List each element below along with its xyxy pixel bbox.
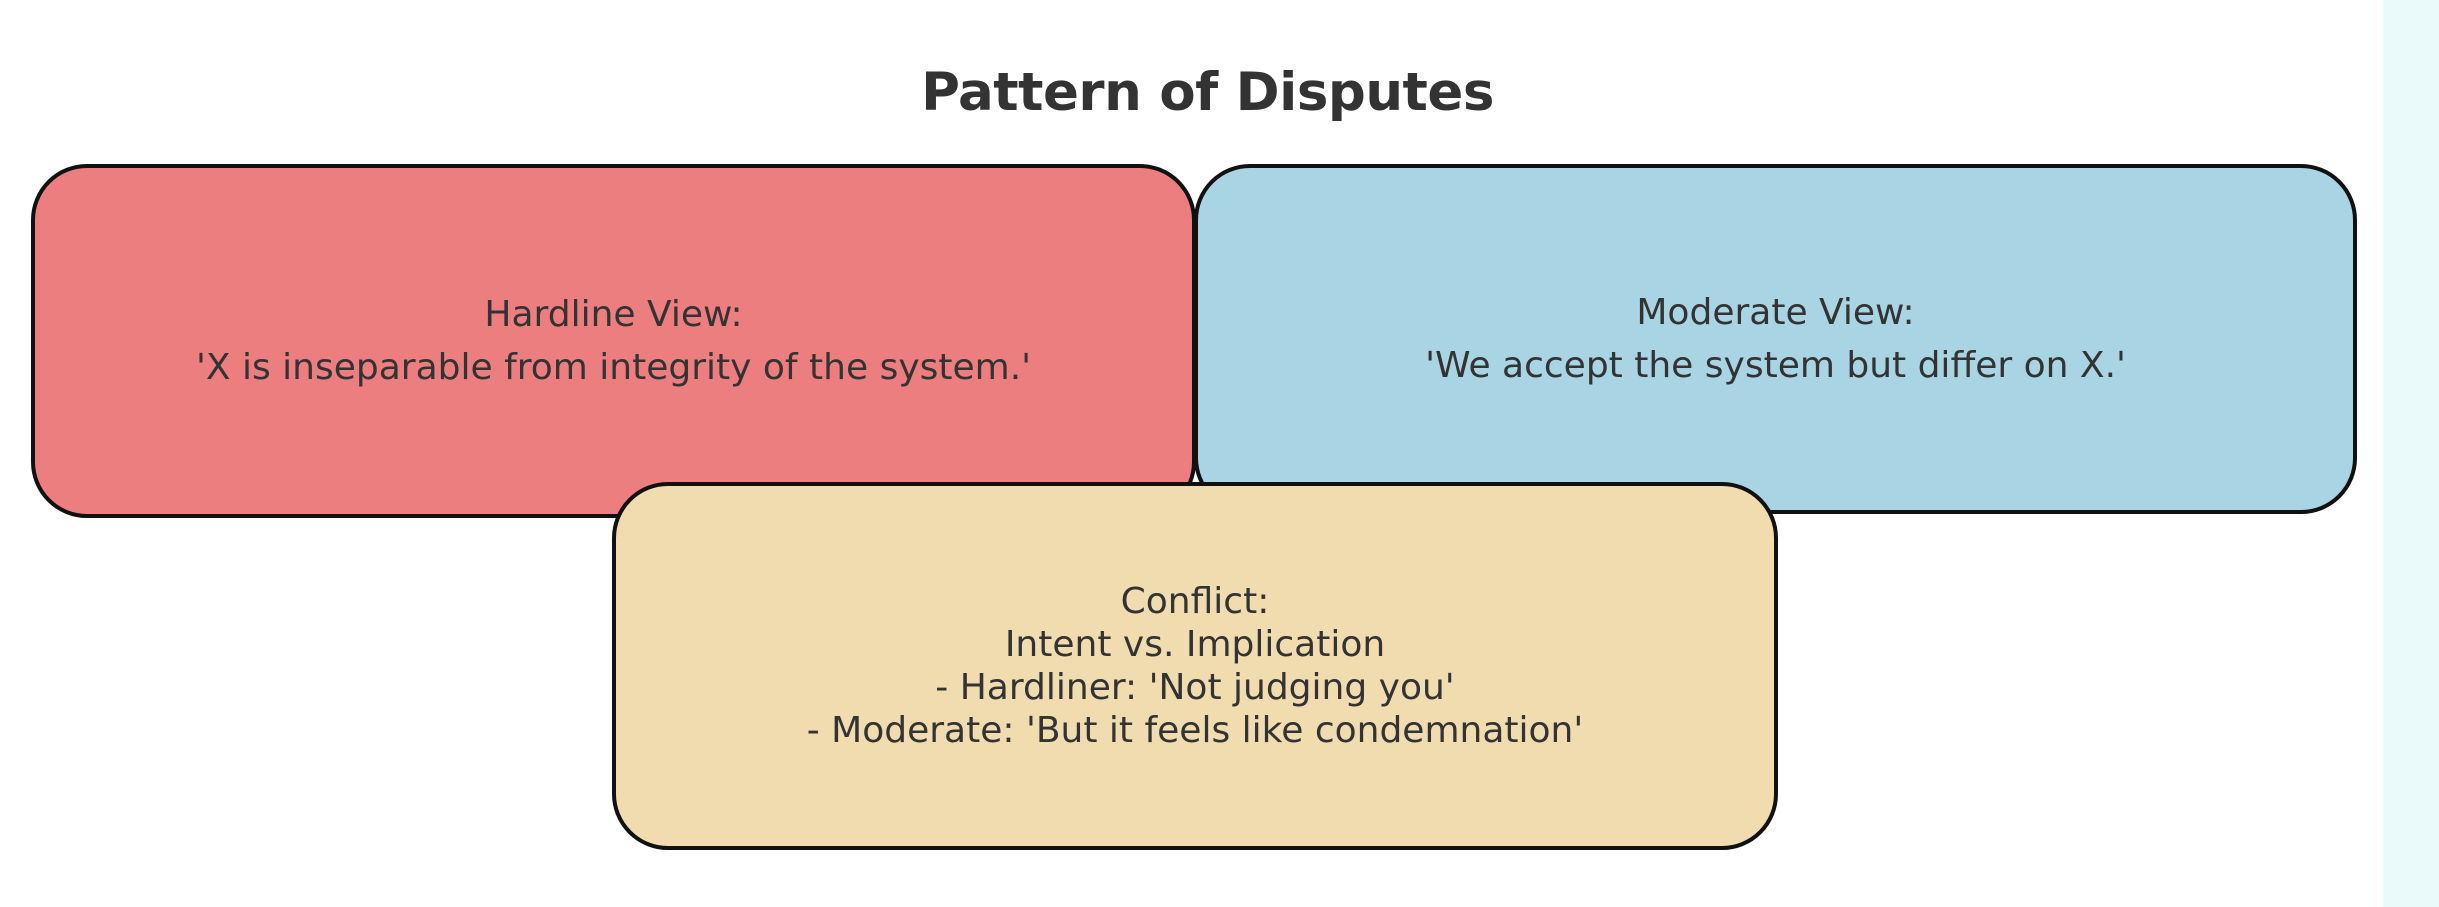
node-moderate-view-line-1: Moderate View: bbox=[1636, 291, 1915, 333]
node-hardline-view[interactable]: Hardline View: 'X is inseparable from in… bbox=[31, 164, 1196, 518]
node-conflict[interactable]: Conflict: Intent vs. Implication - Hardl… bbox=[612, 482, 1778, 850]
node-conflict-line-1: Conflict: bbox=[1120, 580, 1270, 622]
page-title: Pattern of Disputes bbox=[921, 62, 1494, 123]
node-conflict-line-3: - Hardliner: 'Not judging you' bbox=[935, 666, 1455, 708]
node-conflict-line-4: - Moderate: 'But it feels like condemnat… bbox=[806, 709, 1584, 751]
node-moderate-view[interactable]: Moderate View: 'We accept the system but… bbox=[1194, 164, 2357, 514]
node-conflict-line-2: Intent vs. Implication bbox=[1004, 623, 1386, 665]
node-moderate-view-line-2: 'We accept the system but differ on X.' bbox=[1425, 344, 2126, 386]
node-hardline-view-line-1: Hardline View: bbox=[484, 293, 743, 335]
canvas-right-edge-strip bbox=[2383, 0, 2439, 907]
node-hardline-view-line-2: 'X is inseparable from integrity of the … bbox=[195, 346, 1032, 388]
